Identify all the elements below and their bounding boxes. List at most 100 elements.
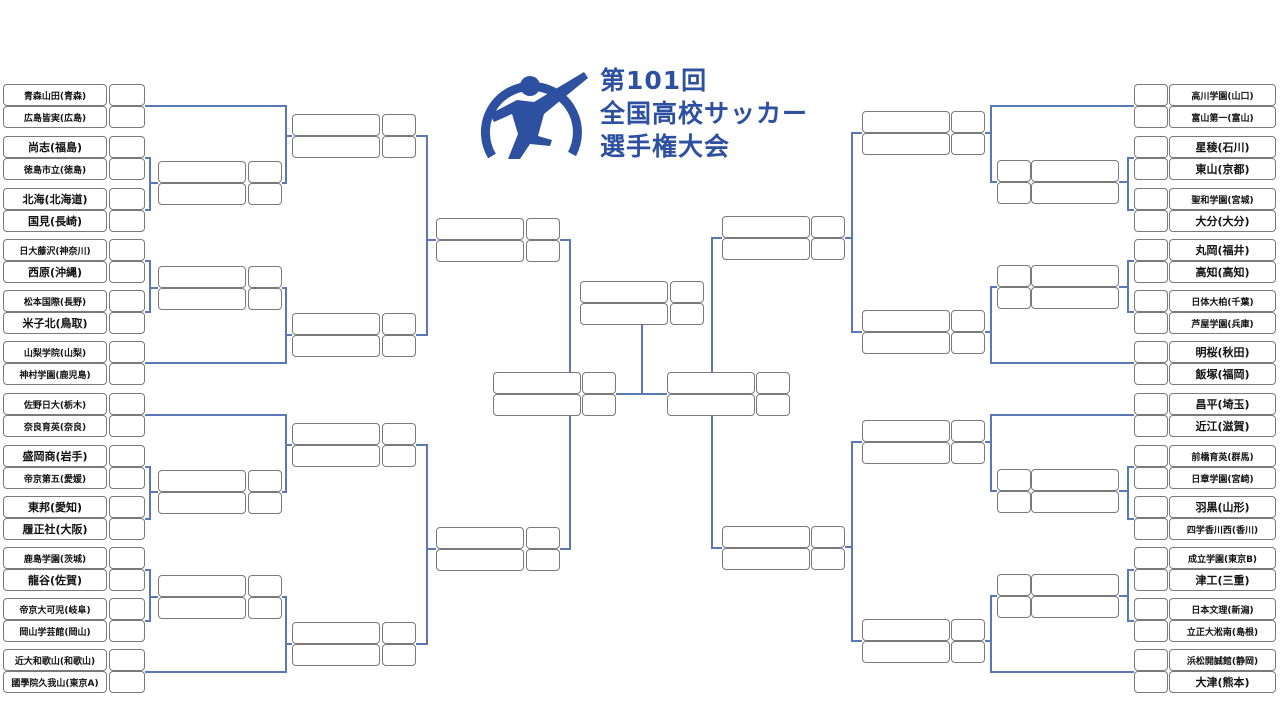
team-name-left: 盛岡商(岩手) — [3, 445, 107, 467]
team-score-right — [1134, 547, 1168, 569]
team-score-left — [109, 415, 145, 437]
bracket-line — [1127, 157, 1134, 211]
right-round3-score-slot — [951, 641, 985, 663]
team-score-right — [1134, 136, 1168, 158]
team-score-right — [1134, 598, 1168, 620]
bracket-line — [416, 444, 428, 645]
team-score-left — [109, 671, 145, 693]
team-score-left — [109, 290, 145, 312]
team-name-right: 高川学園(山口) — [1169, 84, 1276, 106]
team-name-right: 明桜(秋田) — [1169, 341, 1276, 363]
left-round3-team-slot — [292, 114, 380, 136]
left-round2-team-slot — [158, 161, 246, 183]
team-name-left: 尚志(福島) — [3, 136, 107, 158]
right-round2-score-slot — [997, 596, 1031, 618]
bracket-line — [560, 416, 571, 550]
left-round2-score-slot — [248, 161, 282, 183]
left-round2-score-slot — [248, 183, 282, 205]
team-score-right — [1134, 158, 1168, 180]
team-score-right — [1134, 210, 1168, 232]
left-round2-team-slot — [158, 470, 246, 492]
bracket-line — [145, 105, 287, 184]
left-round3-score-slot — [382, 644, 416, 666]
left-round2-score-slot — [248, 575, 282, 597]
team-score-right — [1134, 467, 1168, 489]
team-score-left — [109, 84, 145, 106]
team-name-left: 佐野日大(栃木) — [3, 393, 107, 415]
team-score-right — [1134, 188, 1168, 210]
final-score-slot — [670, 303, 704, 325]
left-round3-team-slot — [292, 445, 380, 467]
left-quarterfinal-team-slot — [436, 218, 524, 240]
bracket-line — [711, 237, 722, 372]
team-score-left — [109, 106, 145, 128]
team-score-left — [109, 649, 145, 671]
team-score-right — [1134, 290, 1168, 312]
bracket-line — [560, 239, 571, 372]
left-round2-team-slot — [158, 288, 246, 310]
bracket-line — [711, 416, 722, 549]
right-round3-team-slot — [862, 420, 950, 442]
team-name-left: 神村学園(鹿児島) — [3, 363, 107, 385]
team-name-left: 北海(北海道) — [3, 188, 107, 210]
final-team-slot — [580, 281, 668, 303]
right-round3-team-slot — [862, 310, 950, 332]
left-round3-team-slot — [292, 313, 380, 335]
right-round3-score-slot — [951, 420, 985, 442]
left-round3-score-slot — [382, 335, 416, 357]
left-round2-score-slot — [248, 266, 282, 288]
team-score-left — [109, 136, 145, 158]
team-name-left: 広島皆実(広島) — [3, 106, 107, 128]
left-round2-team-slot — [158, 597, 246, 619]
team-name-left: 東邦(愛知) — [3, 496, 107, 518]
left-semifinal-score-slot — [582, 372, 616, 394]
team-name-right: 星稜(石川) — [1169, 136, 1276, 158]
right-round2-score-slot — [997, 182, 1031, 204]
left-round3-score-slot — [382, 313, 416, 335]
team-name-left: 松本国際(長野) — [3, 290, 107, 312]
team-score-left — [109, 569, 145, 591]
team-score-left — [109, 547, 145, 569]
team-name-right: 大分(大分) — [1169, 210, 1276, 232]
left-round3-team-slot — [292, 335, 380, 357]
team-name-left: 鹿島学園(茨城) — [3, 547, 107, 569]
bracket-line — [990, 595, 1134, 673]
right-quarterfinal-score-slot — [811, 216, 845, 238]
team-score-right — [1134, 620, 1168, 642]
left-round3-team-slot — [292, 136, 380, 158]
right-quarterfinal-team-slot — [722, 526, 810, 548]
bracket-line — [145, 414, 287, 493]
team-name-left: 山梨学院(山梨) — [3, 341, 107, 363]
left-round2-team-slot — [158, 492, 246, 514]
team-name-left: 青森山田(青森) — [3, 84, 107, 106]
left-round3-score-slot — [382, 136, 416, 158]
right-round2-team-slot — [1031, 491, 1119, 513]
right-round3-team-slot — [862, 641, 950, 663]
right-semifinal-score-slot — [756, 394, 790, 416]
left-semifinal-team-slot — [493, 372, 581, 394]
team-name-right: 浜松開誠館(静岡) — [1169, 649, 1276, 671]
team-score-left — [109, 518, 145, 540]
bracket-line — [1127, 466, 1134, 520]
right-semifinal-score-slot — [756, 372, 790, 394]
team-score-left — [109, 620, 145, 642]
team-score-left — [109, 312, 145, 334]
team-name-left: 帝京第五(愛媛) — [3, 467, 107, 489]
left-round3-team-slot — [292, 423, 380, 445]
team-name-right: 日本文理(新潟) — [1169, 598, 1276, 620]
right-round3-score-slot — [951, 619, 985, 641]
left-round2-score-slot — [248, 288, 282, 310]
team-score-left — [109, 239, 145, 261]
team-score-right — [1134, 261, 1168, 283]
team-score-right — [1134, 496, 1168, 518]
right-round2-team-slot — [1031, 287, 1119, 309]
left-semifinal-score-slot — [582, 394, 616, 416]
right-round3-team-slot — [862, 111, 950, 133]
team-name-left: 岡山学芸館(岡山) — [3, 620, 107, 642]
team-name-right: 四学香川西(香川) — [1169, 518, 1276, 540]
right-round3-team-slot — [862, 332, 950, 354]
team-score-right — [1134, 341, 1168, 363]
team-name-right: 富山第一(富山) — [1169, 106, 1276, 128]
right-round3-score-slot — [951, 332, 985, 354]
